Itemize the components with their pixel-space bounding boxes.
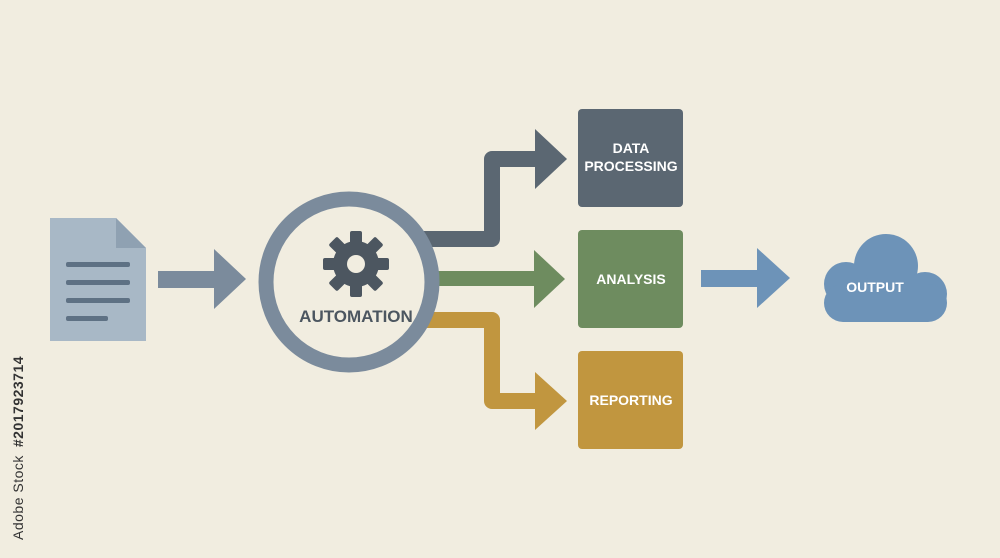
reporting-box [578,351,683,449]
data-processing-box [578,109,683,207]
stock-watermark-id: Adobe Stock #2017923714 [10,356,26,540]
stock-number: #2017923714 [10,355,26,448]
output-label: OUTPUT [846,279,904,295]
stock-source: Adobe Stock [10,455,26,540]
data-processing-label-line1: DATA [613,140,650,156]
document-icon [50,218,146,341]
data-processing-label-line2: PROCESSING [584,158,677,174]
cloud-icon [824,234,947,322]
analysis-box [578,230,683,328]
gear-icon [323,231,389,297]
arrow-to-data-processing [420,129,567,247]
analysis-label: ANALYSIS [596,271,666,287]
automation-label: AUTOMATION [299,307,413,326]
arrow-to-reporting [420,312,567,430]
arrow-to-analysis [432,250,565,308]
input-arrow [158,249,246,309]
output-arrow [701,248,790,308]
reporting-label: REPORTING [589,392,672,408]
